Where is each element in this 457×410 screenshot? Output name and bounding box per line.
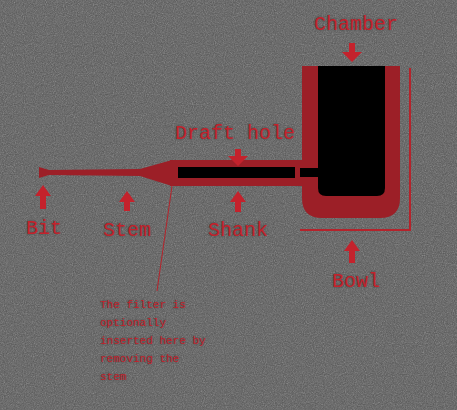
arrow-up — [35, 185, 51, 209]
part-name: Bowl — [332, 271, 380, 293]
arrow-up — [230, 191, 246, 212]
arrow-down — [342, 43, 362, 62]
part-name: Stem — [103, 220, 151, 242]
leader-line — [157, 186, 172, 291]
arrow-up — [119, 191, 135, 211]
bowl-shape — [302, 66, 400, 218]
part-name: Chamber — [314, 14, 398, 36]
stem-shape — [39, 160, 172, 186]
chamber-cavity — [318, 66, 385, 196]
part-name: Bit — [26, 218, 62, 240]
draft-hole — [178, 167, 295, 178]
part-name: Shank — [208, 220, 268, 242]
note-text: The filter is optionally inserted here b… — [100, 296, 212, 386]
arrow-up — [344, 240, 360, 263]
pointer-arrows — [35, 43, 362, 263]
part-name: Draft hole — [175, 123, 295, 145]
arrow-down — [228, 149, 248, 166]
draft-hole-passage — [300, 168, 319, 177]
